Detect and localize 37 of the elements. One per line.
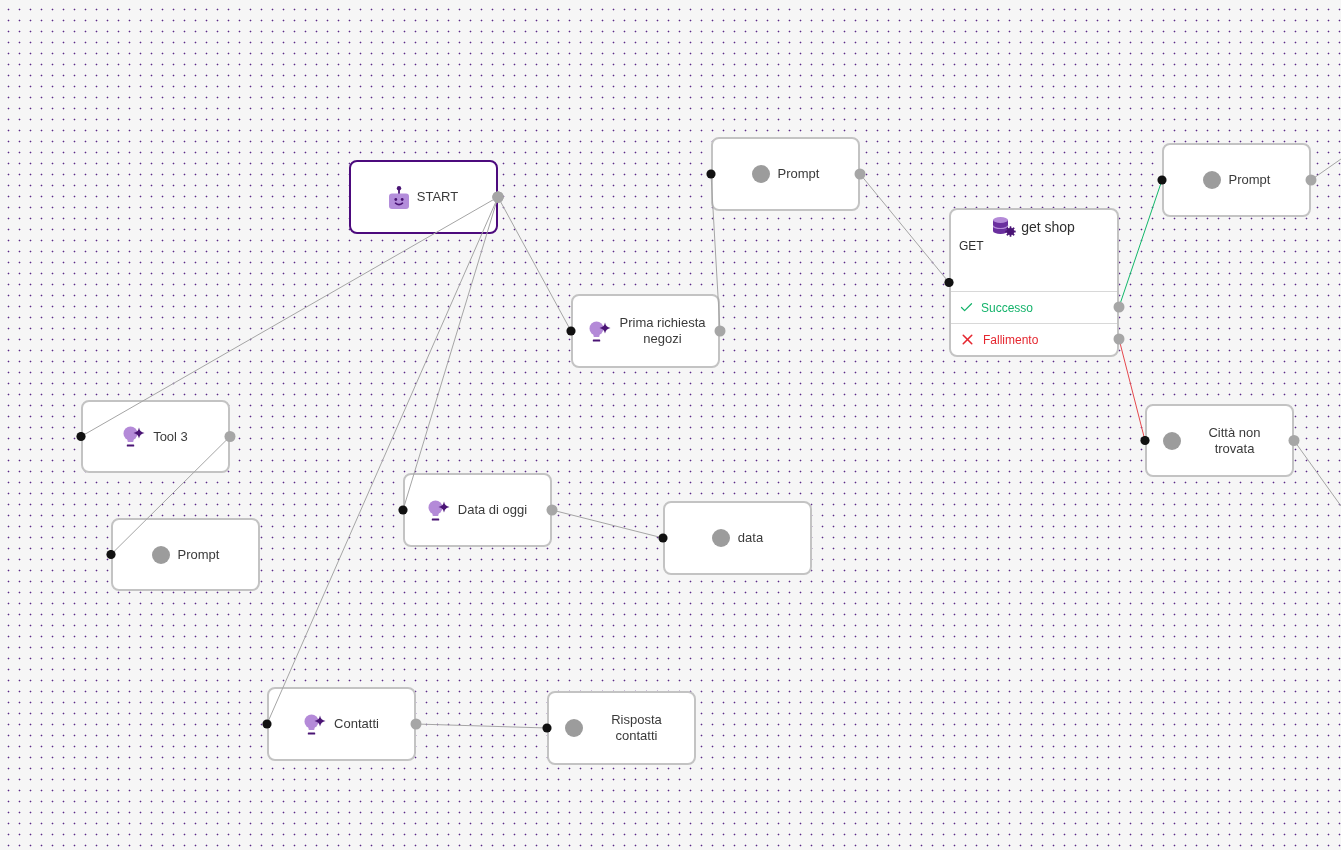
connector-line (546, 504, 668, 543)
node-label: data (737, 530, 764, 546)
node-title: get shop (1021, 217, 1075, 237)
node-label: Prima richiesta negozi (618, 315, 707, 347)
connector-line (410, 718, 552, 733)
connector-line (1113, 333, 1150, 446)
node-label: Prompt (777, 166, 820, 182)
connector-line (854, 168, 954, 288)
connector-line (106, 431, 236, 560)
node-label: START (416, 189, 459, 205)
node-card (403, 473, 552, 547)
node-card (1162, 143, 1311, 217)
connector-line (1288, 435, 1341, 507)
node-label: Città non trovata (1207, 424, 1262, 457)
node-card (81, 400, 230, 473)
method-label: GET (959, 238, 984, 254)
connector-line (706, 169, 726, 337)
node-card (111, 518, 260, 591)
node-card (1145, 404, 1294, 477)
start-node-card (349, 160, 498, 234)
request-node-card (949, 208, 1119, 357)
node-label: Risposta contatti (610, 712, 663, 744)
outcome-label: Fallimento (983, 331, 1039, 348)
node-card (547, 691, 696, 765)
node-label: Tool 3 (153, 428, 188, 445)
node-card (571, 294, 720, 368)
node-card (267, 687, 416, 761)
connector-line (1113, 175, 1167, 313)
node-label: Data di oggi (457, 502, 528, 518)
node-card (663, 501, 812, 575)
node-label: Prompt (1228, 172, 1271, 188)
connector-line (1305, 158, 1341, 186)
outcome-label: Successo (981, 299, 1034, 316)
node-label: Contatti (334, 716, 379, 732)
connector-line (262, 191, 504, 729)
node-label: Prompt (177, 546, 220, 563)
node-card (711, 137, 860, 211)
